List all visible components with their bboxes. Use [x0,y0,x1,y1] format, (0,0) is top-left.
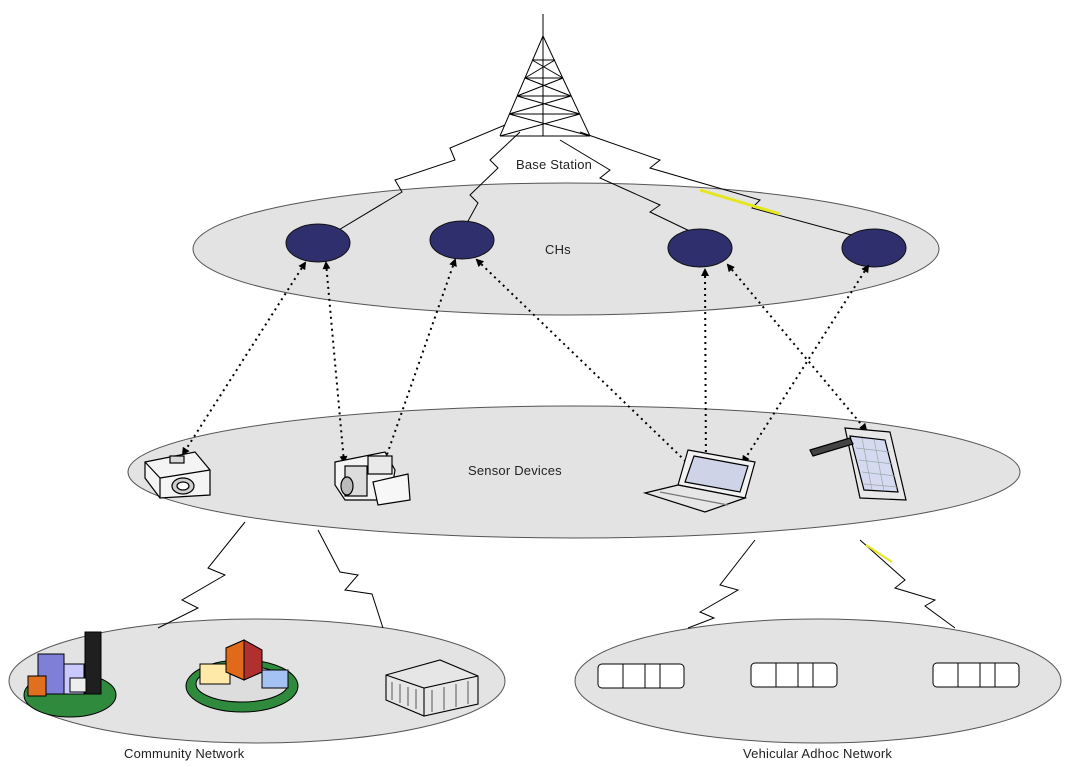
cluster-head-node-1 [285,223,351,263]
sensor-devices-label: Sensor Devices [468,463,562,478]
video-camera-icon [334,451,411,506]
camera-icon [144,451,211,499]
city-buildings-icon [23,631,117,718]
car-icon [750,662,838,688]
factory-building-icon [385,659,479,717]
cluster-head-node-4 [841,228,907,268]
wireless-links-to-networks [157,521,956,629]
car-icon [932,662,1020,688]
community-network-label: Community Network [124,746,245,761]
vehicular-network-label: Vehicular Adhoc Network [743,746,893,761]
chs-label: CHs [545,242,571,257]
laptop-icon [642,449,756,513]
village-houses-icon [185,639,299,713]
cluster-head-node-2 [429,220,495,260]
wireless-links-to-base [321,124,871,241]
tablet-pen-icon [809,427,907,501]
cluster-head-node-3 [667,228,733,268]
ch-sensor-links [181,258,870,482]
base-station-label: Base Station [516,157,593,172]
car-icon [597,663,685,689]
tower-icon [499,14,591,137]
